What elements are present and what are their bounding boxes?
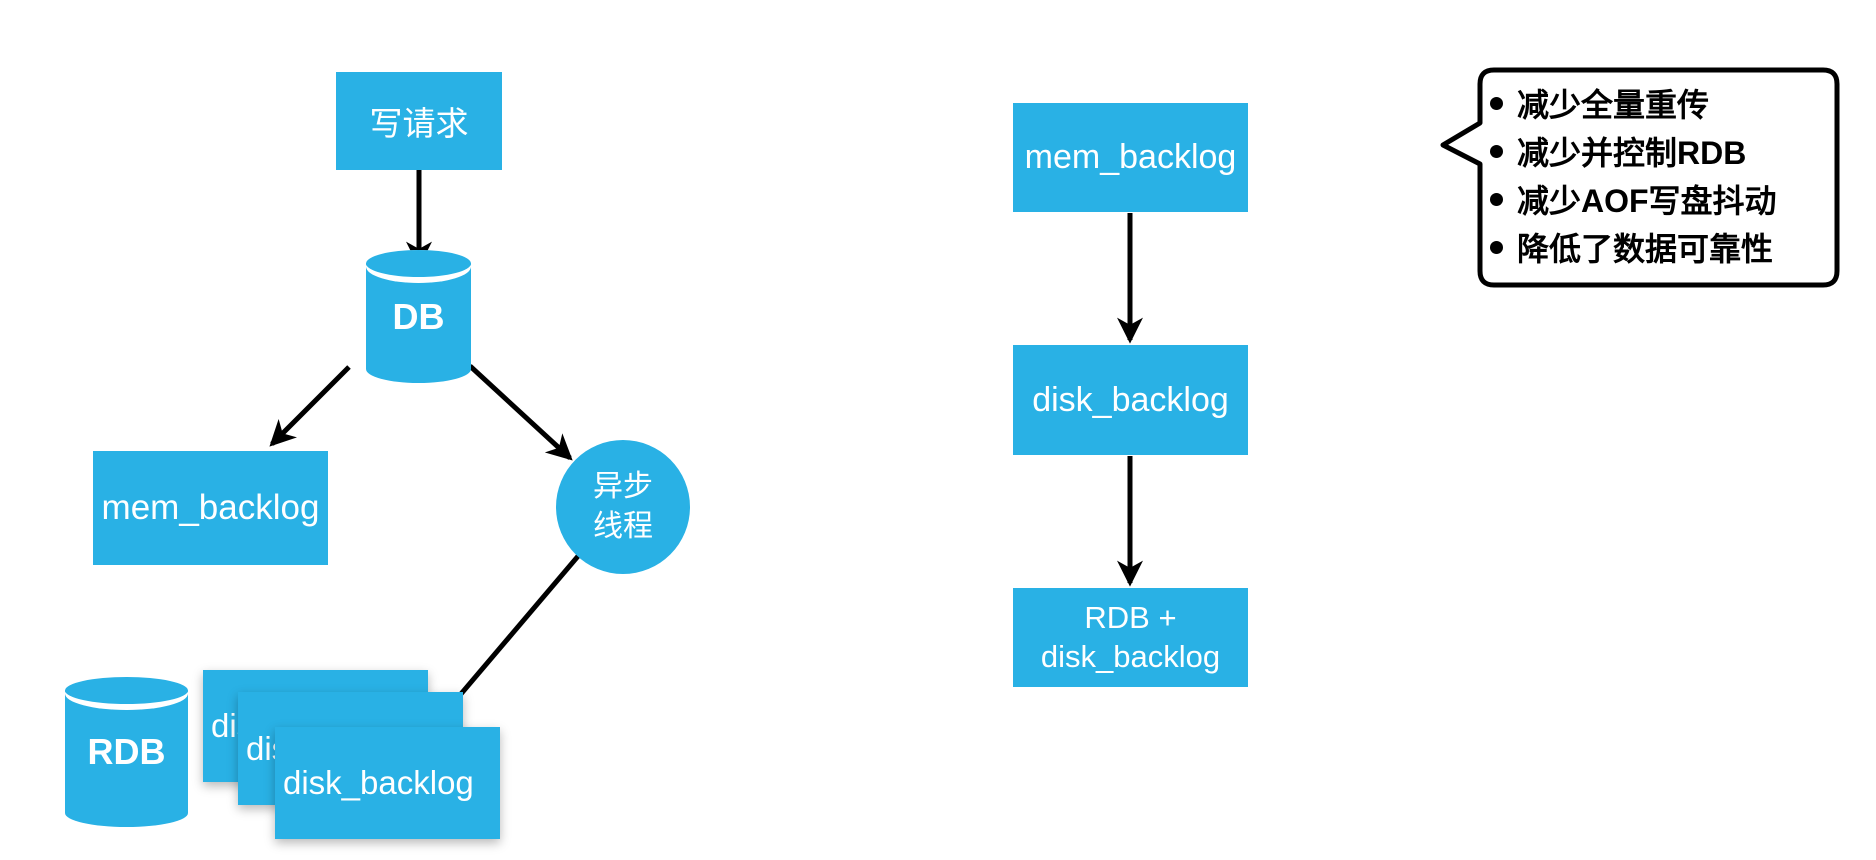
callout-item-text: 减少AOF写盘抖动: [1517, 183, 1777, 219]
callout-list: 减少全量重传 减少并控制RDB 减少AOF写盘抖动 降低了数据可靠性: [1490, 79, 1830, 271]
mem-backlog-node-left: mem_backlog: [93, 451, 328, 565]
db-label: DB: [392, 295, 445, 337]
cylinder-body: [366, 263, 471, 383]
rdb-disk-line2: disk_backlog: [1040, 638, 1221, 674]
bullet-dot: [1490, 240, 1503, 254]
callout-item: 减少并控制RDB: [1490, 127, 1830, 175]
mem-backlog-label: mem_backlog: [1024, 138, 1237, 176]
callout-item-text: 减少并控制RDB: [1517, 135, 1747, 171]
rdb-disk-backlog-label: RDB + disk_backlog: [1041, 599, 1220, 677]
arrow-db-to-mem: [269, 365, 351, 447]
callout-item: 降低了数据可靠性: [1490, 223, 1830, 271]
rdb-disk-line1: RDB +: [1084, 599, 1177, 635]
disk-backlog-node-right: disk_backlog: [1013, 345, 1248, 455]
write-request-label: 写请求: [369, 105, 469, 142]
bullet-dot: [1490, 192, 1503, 206]
callout-item-text: 减少全量重传: [1517, 87, 1710, 123]
cylinder-body: [65, 690, 188, 827]
disk-backlog-label: disk_backlog: [1032, 380, 1229, 419]
rdb-disk-backlog-node: RDB + disk_backlog: [1013, 588, 1248, 687]
callout-item-text: 降低了数据可靠性: [1517, 231, 1774, 267]
write-request-node: 写请求: [336, 72, 502, 170]
rdb-label: RDB: [87, 731, 166, 772]
cylinder-cap: [65, 677, 188, 704]
async-thread-line2: 线程: [593, 510, 653, 543]
disk-backlog-card-front: disk_backlog: [275, 727, 500, 839]
mem-backlog-node-right: mem_backlog: [1013, 103, 1248, 212]
callout-item: 减少全量重传: [1490, 79, 1830, 127]
cylinder-cap: [366, 250, 471, 277]
mem-backlog-label: mem_backlog: [101, 488, 320, 527]
bullet-dot: [1490, 96, 1503, 110]
rdb-cylinder-node: RDB: [65, 677, 188, 827]
arrow-db-to-async: [468, 364, 573, 461]
async-thread-node: 异步 线程: [556, 440, 690, 574]
db-cylinder-node: DB: [366, 250, 471, 383]
bullet-dot: [1490, 144, 1503, 158]
disk-backlog-label: disk_backlog: [283, 764, 474, 801]
callout-item: 减少AOF写盘抖动: [1490, 175, 1830, 223]
async-thread-line1: 异步: [593, 469, 653, 503]
